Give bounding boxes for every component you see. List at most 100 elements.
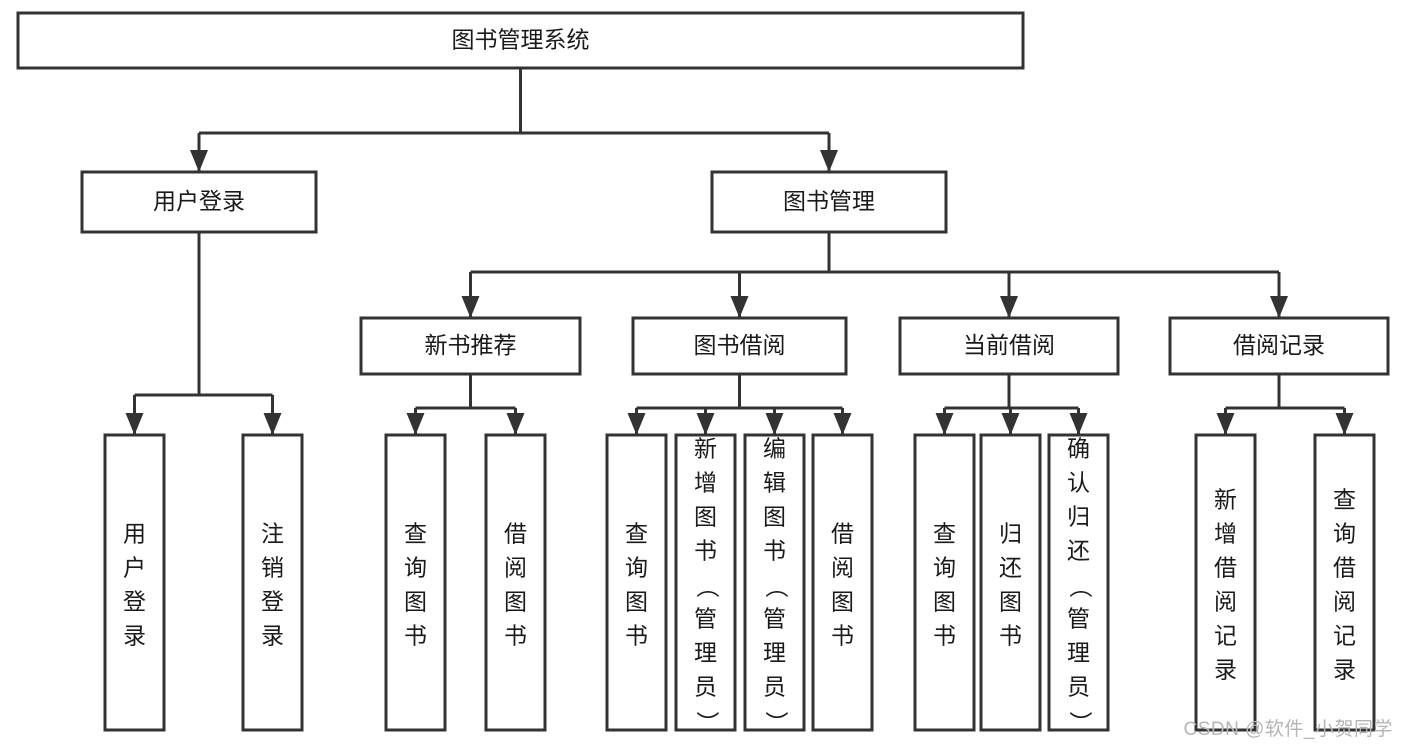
node-leaf-borrow-book-1-label-char: 借 (504, 521, 527, 547)
node-leaf-borrow-book-2-label-char: 阅 (831, 555, 854, 581)
node-leaf-add-book-label-char: 增 (694, 470, 717, 496)
node-leaf-query-book-2-label-char: 询 (625, 555, 648, 581)
node-leaf-borrow-book-1-label-char: 图 (504, 589, 527, 615)
node-leaf-user-login[interactable]: 用户登录 (103, 433, 166, 732)
node-leaf-confirm-return-label-char: 员 (1067, 674, 1090, 700)
node-leaf-confirm-return-label-char: ） (1067, 711, 1093, 734)
node-leaf-user-login-label-char: 用 (123, 521, 146, 547)
node-leaf-user-logout-label-char: 录 (261, 623, 284, 649)
node-new-book-recommend-label: 新书推荐 (425, 332, 517, 358)
current-borrow-to-leaves-arrow-icon (935, 413, 954, 435)
node-leaf-add-book-label-char: 新 (694, 436, 717, 462)
node-book-borrow[interactable]: 图书借阅 (631, 316, 848, 376)
current-borrow-to-leaves-arrow-icon (1069, 413, 1088, 435)
node-leaf-return-book-label-char: 还 (999, 555, 1022, 581)
node-leaf-query-book-1-label-char: 图 (404, 589, 427, 615)
node-new-book-recommend[interactable]: 新书推荐 (359, 316, 582, 376)
node-leaf-edit-book-label-char: （ (763, 575, 789, 598)
node-leaf-query-book-1-label-char: 书 (404, 623, 427, 649)
node-leaf-user-logout-box[interactable] (241, 433, 304, 732)
node-leaf-query-book-2-box[interactable] (605, 433, 668, 732)
node-leaf-borrow-book-2-box[interactable] (811, 433, 874, 732)
node-leaf-user-logout-label-char: 销 (261, 555, 284, 581)
node-leaf-add-book-label-char: 理 (694, 640, 717, 666)
node-layer: 图书管理系统用户登录图书管理新书推荐图书借阅当前借阅借阅记录用户登录注销登录查询… (16, 11, 1390, 734)
node-user-login-label: 用户登录 (153, 188, 245, 214)
node-leaf-add-book-box[interactable] (674, 433, 737, 732)
node-leaf-add-record-label-char: 阅 (1214, 589, 1237, 615)
node-leaf-edit-book-box[interactable] (743, 433, 806, 732)
node-leaf-query-book-1-label-char: 询 (404, 555, 427, 581)
node-leaf-add-book-label-char: （ (694, 575, 720, 598)
node-user-login[interactable]: 用户登录 (80, 170, 318, 234)
node-leaf-query-book-3-label-char: 图 (933, 589, 956, 615)
node-leaf-query-record-label-char: 查 (1333, 487, 1356, 513)
node-leaf-edit-book-label-char: 管 (763, 606, 786, 632)
node-leaf-query-book-3-label-char: 书 (933, 623, 956, 649)
node-leaf-query-book-2-label-char: 查 (625, 521, 648, 547)
node-leaf-confirm-return-label-char: 理 (1067, 640, 1090, 666)
node-leaf-query-record-label-char: 录 (1333, 657, 1356, 683)
node-leaf-query-record-label-char: 询 (1333, 521, 1356, 547)
node-leaf-add-book-label-char: ） (694, 711, 720, 734)
node-root-system-box[interactable] (16, 11, 1025, 70)
node-book-borrow-box[interactable] (631, 316, 848, 376)
node-user-login-box[interactable] (80, 170, 318, 234)
book-borrow-to-leaves-arrow-icon (627, 413, 646, 435)
node-borrow-record-box[interactable] (1168, 316, 1390, 376)
node-borrow-record-label: 借阅记录 (1233, 332, 1325, 358)
node-book-manage-box[interactable] (710, 170, 948, 234)
node-book-borrow-label: 图书借阅 (694, 332, 786, 358)
book-borrow-to-leaves-arrow-icon (696, 413, 715, 435)
node-current-borrow-box[interactable] (898, 316, 1120, 376)
node-leaf-query-record-box[interactable] (1313, 433, 1376, 732)
root-to-level2-arrow-icon (190, 150, 208, 172)
node-leaf-edit-book-label-char: 图 (763, 504, 786, 530)
node-leaf-query-record-label-char: 记 (1333, 623, 1356, 649)
node-leaf-confirm-return-label-char: 归 (1067, 504, 1090, 530)
node-leaf-borrow-book-1-label-char: 阅 (504, 555, 527, 581)
book-borrow-to-leaves-arrow-icon (833, 413, 852, 435)
node-leaf-user-login-label-char: 户 (123, 555, 146, 581)
node-leaf-add-record-box[interactable] (1194, 433, 1257, 732)
node-leaf-query-book-1-box[interactable] (384, 433, 447, 732)
node-leaf-user-login-box[interactable] (103, 433, 166, 732)
current-borrow-to-leaves-arrow-icon (1001, 413, 1020, 435)
node-leaf-add-book-label-char: 员 (694, 674, 717, 700)
node-book-manage[interactable]: 图书管理 (710, 170, 948, 234)
book-manage-to-level3-arrow-icon (1270, 296, 1288, 318)
connector-layer (125, 68, 1354, 435)
node-leaf-user-login-label-char: 录 (123, 623, 146, 649)
node-leaf-query-book-3-box[interactable] (913, 433, 976, 732)
node-leaf-user-logout-label-char: 登 (261, 589, 284, 615)
node-borrow-record[interactable]: 借阅记录 (1168, 316, 1390, 376)
node-leaf-return-book-label-char: 归 (999, 521, 1022, 547)
node-root-system[interactable]: 图书管理系统 (16, 11, 1025, 70)
node-leaf-add-record-label-char: 新 (1214, 487, 1237, 513)
node-leaf-confirm-return-box[interactable] (1047, 433, 1110, 732)
node-leaf-add-book-label-char: 管 (694, 606, 717, 632)
node-leaf-borrow-book-1-box[interactable] (484, 433, 547, 732)
node-leaf-borrow-book-2-label-char: 图 (831, 589, 854, 615)
book-manage-to-level3-arrow-icon (461, 296, 480, 318)
node-leaf-return-book-box[interactable] (979, 433, 1042, 732)
node-leaf-query-book-3-label-char: 询 (933, 555, 956, 581)
node-leaf-query-book-3-label-char: 查 (933, 521, 956, 547)
node-current-borrow[interactable]: 当前借阅 (898, 316, 1120, 376)
node-leaf-query-book-2-label-char: 书 (625, 623, 648, 649)
node-new-book-recommend-box[interactable] (359, 316, 582, 376)
